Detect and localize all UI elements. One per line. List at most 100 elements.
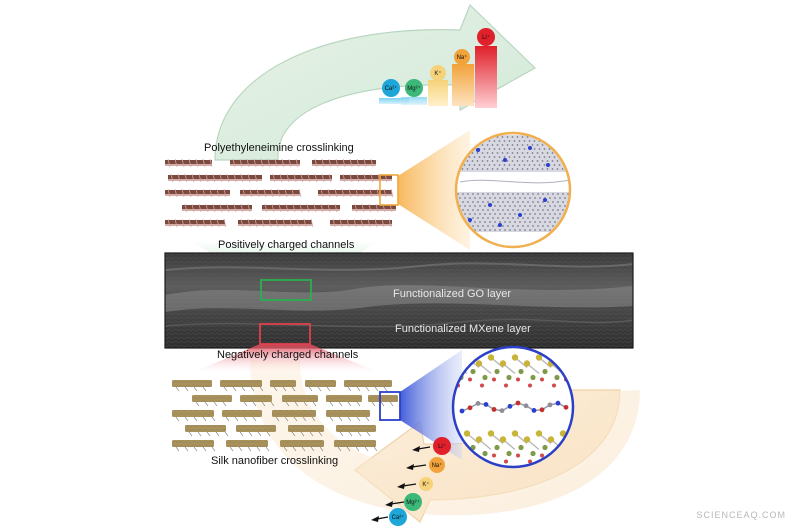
- lattice-atom: [562, 209, 564, 211]
- svg-text:Li⁺: Li⁺: [482, 34, 490, 41]
- svg-text:K⁺: K⁺: [434, 70, 441, 77]
- lattice-atom: [528, 156, 531, 158]
- lattice-atom: [541, 168, 544, 170]
- lattice-atom: [471, 152, 474, 154]
- lattice-atom: [542, 193, 544, 195]
- mxene-flake-texture: [222, 410, 262, 417]
- pei-link: [240, 173, 244, 183]
- lattice-atom: [508, 164, 511, 166]
- pei-link: [167, 218, 171, 228]
- lattice-atom: [538, 164, 541, 166]
- pei-link: [299, 203, 303, 213]
- pei-chain: [459, 179, 570, 184]
- silk-link: [275, 416, 280, 422]
- pei-link: [303, 218, 307, 228]
- silk-link: [365, 416, 370, 422]
- lattice-atom: [517, 217, 519, 219]
- lattice-atom: [503, 148, 506, 150]
- ion-li-top: Li⁺: [477, 28, 495, 46]
- pei-link: [264, 203, 268, 213]
- mxene-flake-texture: [236, 425, 276, 432]
- orange-zoom-cone: [398, 130, 470, 250]
- mxene-atom-o: [504, 459, 508, 464]
- lattice-atom: [552, 193, 554, 195]
- pei-nitrogen: [498, 223, 502, 227]
- pei-link: [239, 158, 243, 168]
- silk-link: [232, 386, 237, 392]
- silk-link: [348, 431, 353, 437]
- lattice-atom: [476, 168, 479, 170]
- lattice-atom: [523, 164, 526, 166]
- lattice-atom: [491, 144, 494, 146]
- go-sheet-edge: [165, 224, 225, 226]
- lattice-atom: [474, 213, 476, 215]
- lattice-atom: [492, 217, 494, 219]
- lattice-atom: [547, 201, 549, 203]
- silk-link: [389, 401, 394, 407]
- silk-link: [380, 401, 385, 407]
- mxene-atom-ti: [487, 430, 495, 437]
- pei-nitrogen: [468, 218, 472, 222]
- pei-link: [188, 158, 192, 168]
- lattice-atom: [556, 136, 559, 138]
- lattice-atom: [496, 144, 499, 146]
- go-sheet-edge: [312, 164, 376, 166]
- lattice-atom: [462, 209, 464, 211]
- lattice-atom: [569, 229, 570, 231]
- silk-link: [241, 386, 246, 392]
- pei-link: [346, 218, 350, 228]
- lattice-atom: [491, 168, 494, 170]
- svg-text:Ca²⁺: Ca²⁺: [392, 514, 405, 521]
- pei-link: [376, 188, 380, 198]
- silk-link: [326, 386, 331, 392]
- lattice-atom: [477, 201, 479, 203]
- lattice-atom: [539, 213, 541, 215]
- go-sheet-edge: [165, 164, 212, 166]
- mxene-atom-o: [516, 453, 520, 458]
- ion-mg-top: Mg²⁺: [405, 79, 423, 97]
- go-sheet: [318, 190, 392, 194]
- silk-link: [308, 386, 313, 392]
- lattice-atom: [501, 168, 504, 170]
- pei-link: [314, 158, 318, 168]
- lattice-atom: [472, 201, 474, 203]
- silk-link: [273, 386, 278, 392]
- lattice-atom: [524, 221, 526, 223]
- pei-link: [167, 158, 171, 168]
- lattice-atom: [523, 148, 526, 150]
- lattice-atom: [516, 168, 519, 170]
- lattice-atom: [521, 168, 524, 170]
- silk-link: [250, 386, 255, 392]
- lattice-atom: [487, 201, 489, 203]
- lattice-atom: [462, 193, 464, 195]
- lattice-atom: [512, 193, 514, 195]
- negative-channels-label: Negatively charged channels: [217, 349, 359, 361]
- lattice-atom: [543, 156, 546, 158]
- lattice-atom: [499, 229, 501, 231]
- silk-atom: [547, 402, 553, 408]
- silk-link: [193, 386, 198, 392]
- lattice-atom: [474, 205, 476, 207]
- lattice-atom: [487, 217, 489, 219]
- pei-link: [370, 173, 374, 183]
- lattice-atom: [537, 209, 539, 211]
- go-sheet: [340, 175, 392, 179]
- lattice-atom: [539, 229, 541, 231]
- lattice-atom: [534, 197, 536, 199]
- pei-nitrogen: [546, 163, 550, 167]
- lattice-atom: [468, 164, 471, 166]
- lattice-atom: [471, 136, 474, 138]
- pei-link: [216, 188, 220, 198]
- silk-atom: [507, 403, 513, 409]
- lattice-atom: [548, 156, 551, 158]
- pei-link: [279, 173, 283, 183]
- lattice-atom: [561, 136, 564, 138]
- mxene-bond: [562, 356, 573, 369]
- lattice-atom: [558, 140, 561, 142]
- silk-link: [346, 446, 351, 452]
- pei-link: [219, 203, 223, 213]
- lattice-atom: [579, 148, 581, 150]
- lattice-atom: [512, 201, 514, 203]
- pei-link: [184, 203, 188, 213]
